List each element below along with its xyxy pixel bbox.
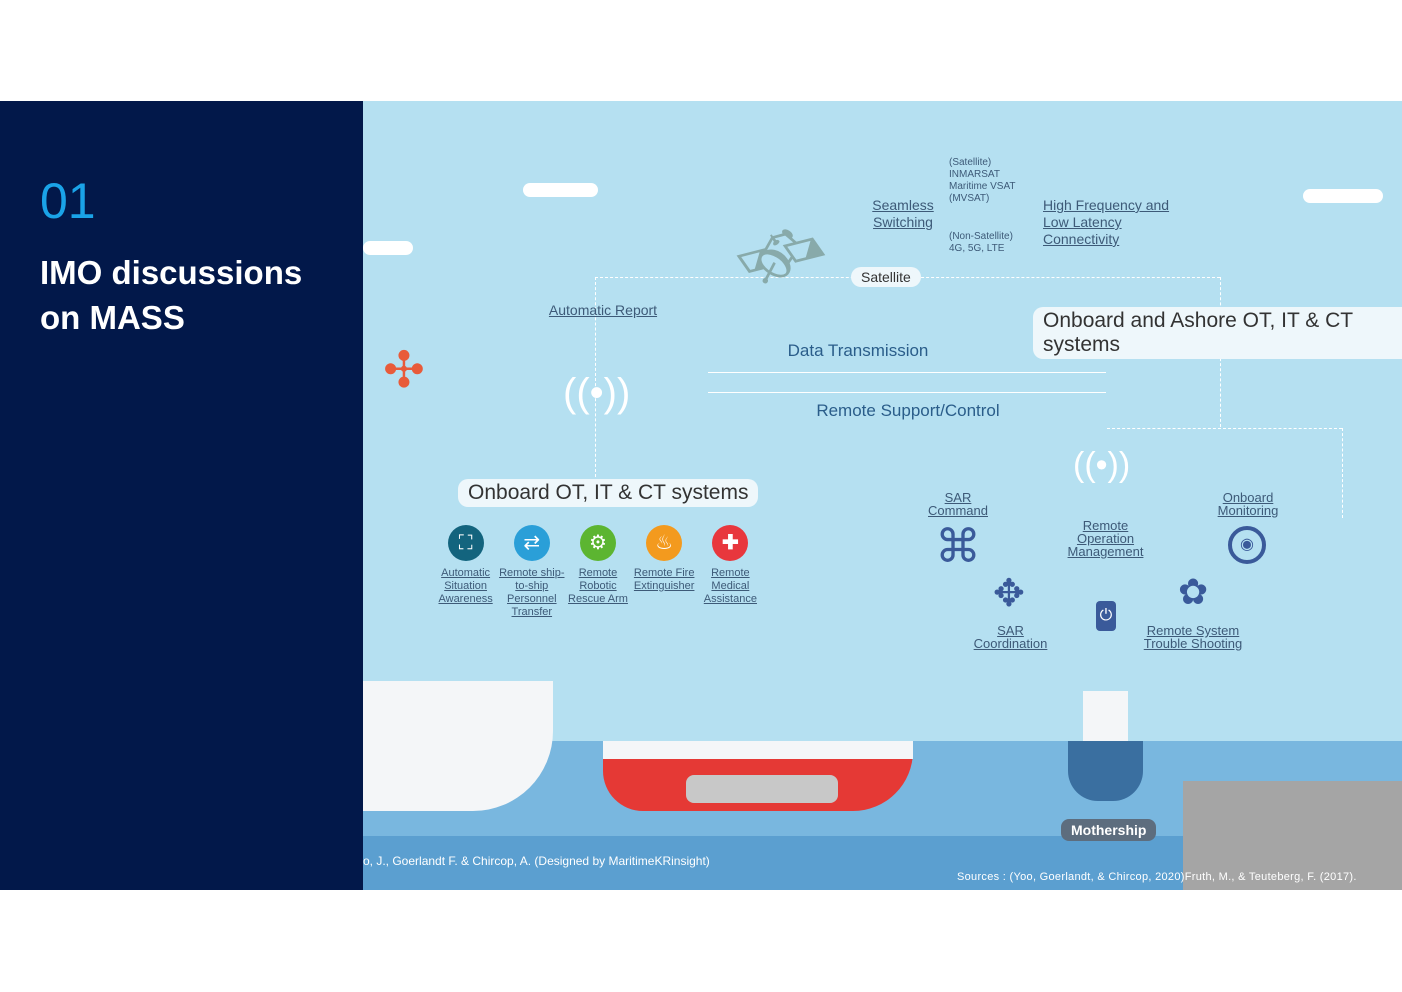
coordination-icon: ✥ — [993, 573, 1025, 615]
slide-title: IMO discussions on MASS — [40, 254, 303, 336]
non-satellite-list: (Non-Satellite) 4G, 5G, LTE — [949, 231, 1013, 254]
service-item: ⚙Remote Robotic Rescue Arm — [565, 525, 630, 619]
fire-icon: ♨ — [646, 525, 683, 561]
link-line — [595, 277, 596, 477]
remote-support-label: Remote Support/Control — [816, 401, 1000, 420]
arrow-left — [708, 392, 1106, 393]
mothership-bridge — [1083, 691, 1128, 741]
cruise-ship — [363, 681, 553, 811]
service-item: ✚Remote Medical Assistance — [698, 525, 763, 619]
remote-trouble-label: Remote System Trouble Shooting — [1143, 623, 1243, 651]
cloud — [363, 241, 413, 255]
dock — [1183, 781, 1402, 890]
satellite-list: (Satellite) INMARSAT Maritime VSAT (MVSA… — [949, 157, 1016, 204]
service-list: ⛶Automatic Situation Awareness ⇄Remote s… — [433, 525, 763, 619]
sar-coordination-label: SAR Coordination — [973, 623, 1048, 651]
title-panel — [0, 101, 363, 890]
satellite-label: Satellite — [851, 267, 921, 287]
service-item: ⛶Automatic Situation Awareness — [433, 525, 498, 619]
rescue-ship-deck — [603, 741, 913, 759]
robot-arm-icon: ⚙ — [579, 525, 616, 561]
mass-illustration: Seamless Switching (Satellite) INMARSAT … — [363, 101, 1402, 890]
automatic-report-label: Automatic Report — [548, 302, 658, 318]
sources-text: Sources : (Yoo, Goerlandt, & Chircop, 20… — [957, 871, 1357, 883]
service-item: ⇄Remote ship-to-ship Personnel Transfer — [498, 525, 565, 619]
cloud — [523, 183, 598, 197]
wifi-icon: ((•)) — [1073, 446, 1131, 484]
illustration-credit: o, J., Goerlandt F. & Chircop, A. (Desig… — [363, 854, 710, 868]
seamless-switching-label: Seamless Switching — [872, 197, 934, 230]
brain-icon: ✿ — [1178, 571, 1209, 612]
power-icon: ⏻ — [1096, 601, 1116, 631]
link-line — [1342, 428, 1343, 518]
command-icon: ⌘ — [935, 520, 981, 572]
high-frequency-label: High Frequency and Low Latency Connectiv… — [1043, 197, 1170, 247]
drone-icon: ✣ — [383, 342, 425, 398]
wifi-icon: ((•)) — [563, 371, 631, 415]
mothership-hull — [1068, 741, 1143, 801]
section-number: 01 — [40, 173, 96, 229]
satellite-icon: 🛰 — [722, 197, 840, 313]
link-line — [1107, 428, 1342, 429]
eye-icon: ◉ — [1228, 526, 1266, 564]
onboard-monitoring-label: Onboard Monitoring — [1217, 490, 1279, 518]
sar-command-label: SAR Command — [928, 490, 988, 518]
onboard-systems-label: Onboard OT, IT & CT systems — [458, 479, 759, 507]
passenger-cabin — [686, 775, 838, 803]
medical-cross-icon: ✚ — [712, 525, 749, 561]
mothership-label: Mothership — [1061, 819, 1157, 841]
cloud — [1303, 189, 1383, 203]
service-item: ♨Remote Fire Extinguisher — [631, 525, 698, 619]
transfer-icon: ⇄ — [513, 525, 550, 561]
frame-icon: ⛶ — [447, 525, 484, 561]
ashore-systems-label: Onboard and Ashore OT, IT & CT systems — [1033, 307, 1402, 359]
data-transmission-label: Data Transmission — [787, 341, 929, 360]
remote-operation-label: Remote Operation Management — [1067, 518, 1144, 559]
arrow-right — [708, 372, 1106, 373]
